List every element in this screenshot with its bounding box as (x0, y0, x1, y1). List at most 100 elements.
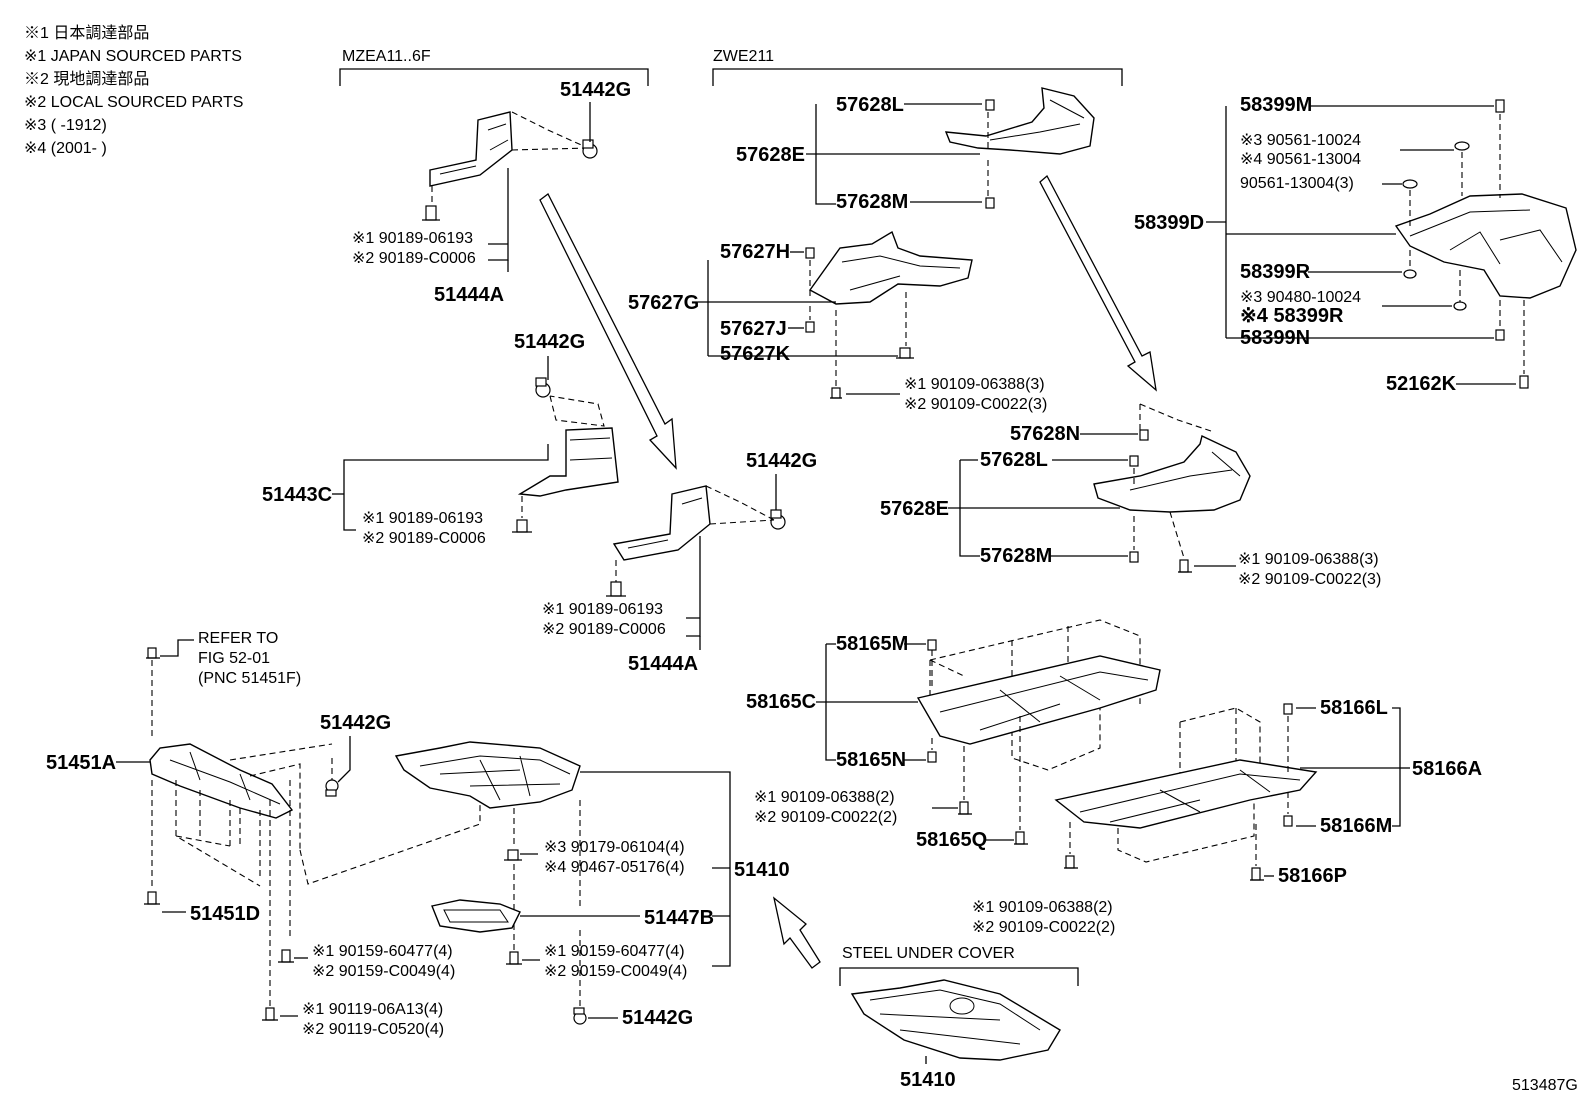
label-51444A-a2: ※2 90189-C0006 (352, 250, 476, 267)
clip-icon (606, 581, 626, 597)
label-58165C: 58165C (746, 691, 816, 713)
flow-arrows (539, 174, 1157, 969)
bolt-icon (805, 247, 815, 259)
label-51442G-e: 51442G (622, 1007, 693, 1029)
part-58165C-shape (916, 655, 1161, 745)
note-1-en: ※1 JAPAN SOURCED PARTS (24, 48, 242, 65)
label-57627-1: ※1 90109-06388(3) (904, 376, 1045, 393)
label-58399R-4: ※4 58399R (1240, 305, 1344, 327)
bolt-icon (146, 647, 160, 659)
label-58166-1: ※1 90109-06388(2) (972, 899, 1113, 916)
label-58399-w: 90561-13004(3) (1240, 175, 1354, 192)
label-58165N: 58165N (836, 749, 906, 771)
bolt-icon (1283, 815, 1293, 827)
part-58165C: 58165M 58165C 58165N ※1 90109-06388(2) ※… (746, 619, 1161, 851)
bolt-icon (1495, 99, 1505, 113)
bolt-icon (985, 99, 995, 111)
part-58399D-shape (1394, 193, 1577, 299)
label-90159-1b: ※1 90159-60477(4) (544, 943, 685, 960)
bolt-icon (958, 801, 972, 815)
clip-icon (504, 849, 522, 861)
label-58399-4: ※4 90561-13004 (1240, 151, 1361, 168)
label-57628E-b: 57628E (880, 498, 949, 520)
label-58166-2: ※2 90109-C0022(2) (972, 919, 1115, 936)
arrow-left-down (539, 193, 677, 470)
label-57628L-b: 57628L (980, 449, 1048, 471)
refer-line-2: FIG 52-01 (198, 650, 270, 667)
group-label-mzea11: MZEA11..6F (342, 48, 431, 65)
bolt-icon (262, 1007, 278, 1021)
label-57627J: 57627J (720, 318, 787, 340)
bolt-icon (1283, 703, 1293, 715)
part-51410-steel: STEEL UNDER COVER 51410 (839, 945, 1079, 1091)
note-4: ※4 (2001- ) (24, 140, 107, 157)
refer-line-3: (PNC 51451F) (198, 670, 301, 687)
bolt-icon (1178, 559, 1192, 573)
part-57628E-lower-shape (1093, 435, 1251, 513)
part-57628E-upper: 57628L 57628E 57628M (736, 87, 1095, 213)
part-51443C: 51442G 51443C ※1 90189-06193 ※2 90189-C0… (262, 331, 619, 547)
label-51444A-a1: ※1 90189-06193 (352, 230, 473, 247)
label-58166L: 58166L (1320, 697, 1388, 719)
part-51444A-lower: 51442G ※1 90189-06193 ※2 90189-C0006 514… (542, 450, 817, 675)
bolt-icon (1519, 375, 1529, 389)
note-2-en: ※2 LOCAL SOURCED PARTS (24, 94, 243, 111)
label-52162K: 52162K (1386, 373, 1457, 395)
label-51442G-c: 51442G (746, 450, 817, 472)
group-bracket-zwe211 (712, 68, 1123, 86)
label-90159-2b: ※2 90159-C0049(4) (544, 963, 687, 980)
washer-icon (1454, 141, 1470, 151)
note-1-jp: ※1 日本調達部品 (24, 24, 149, 42)
part-58399D: 58399M ※3 90561-10024 ※4 90561-13004 905… (1134, 94, 1577, 395)
part-51444A-upper: 51442G ※1 90189-06193 ※2 90189-C0006 514… (352, 79, 631, 306)
label-90179-3: ※3 90179-06104(4) (544, 839, 685, 856)
part-57627G: 57627H 57627G 57627J 57627K ※1 90109-063… (628, 230, 1047, 413)
group-label-zwe211: ZWE211 (713, 48, 774, 65)
part-51447B-shape (431, 899, 521, 933)
bolt-icon (278, 949, 294, 963)
clip-nut-icon (582, 139, 598, 159)
label-58165M: 58165M (836, 633, 908, 655)
bolt-icon (1129, 551, 1139, 563)
group-mzea11: MZEA11..6F (339, 48, 649, 86)
part-51451A-shape (149, 743, 294, 819)
part-58166A: 58166L 58166A 58166M 58166P ※1 90109-063… (972, 697, 1482, 936)
bolt-icon (144, 891, 160, 905)
label-90119-2: ※2 90119-C0520(4) (302, 1021, 444, 1038)
refer-line-1: REFER TO (198, 630, 278, 647)
label-58166M: 58166M (1320, 815, 1392, 837)
part-51444A-shape (429, 111, 513, 187)
label-58399-3b: ※3 90480-10024 (1240, 289, 1361, 306)
clip-nut-icon (535, 377, 551, 398)
label-51444A-a: 51444A (434, 284, 504, 306)
bolt-icon (1129, 455, 1139, 467)
label-58399D: 58399D (1134, 212, 1204, 234)
label-51442G-d: 51442G (320, 712, 391, 734)
group-bracket-mzea11 (339, 68, 649, 86)
part-57628E-lower: 57628N 57628L 57628E 57628M ※1 90109-063… (880, 403, 1381, 588)
group-zwe211: ZWE211 (712, 48, 1123, 86)
label-57627-2: ※2 90109-C0022(3) (904, 396, 1047, 413)
arrow-steel-cover (772, 896, 821, 969)
label-51443C-2: ※2 90189-C0006 (362, 530, 486, 547)
label-58166P: 58166P (1278, 865, 1347, 887)
bolt-icon (1250, 867, 1264, 881)
label-57628L-a: 57628L (836, 94, 904, 116)
bolt-icon (927, 639, 937, 651)
bolt-icon (927, 751, 937, 763)
label-58399-3: ※3 90561-10024 (1240, 132, 1361, 149)
part-57628E-upper-shape (944, 87, 1095, 155)
label-51451A: 51451A (46, 752, 116, 774)
part-57627G-shape (808, 230, 973, 305)
clip-icon (896, 347, 914, 359)
part-58166A-shape (1054, 759, 1318, 829)
label-58165Q: 58165Q (916, 829, 987, 851)
label-58165-2: ※2 90109-C0022(2) (754, 809, 897, 826)
steel-cover-bracket (839, 967, 1079, 986)
label-90119-1: ※1 90119-06A13(4) (302, 1001, 443, 1018)
washer-icon (1402, 179, 1418, 189)
clip-nut-icon (770, 509, 786, 530)
label-51444A-b2: ※2 90189-C0006 (542, 621, 666, 638)
part-51444A-lower-shape (612, 485, 711, 561)
